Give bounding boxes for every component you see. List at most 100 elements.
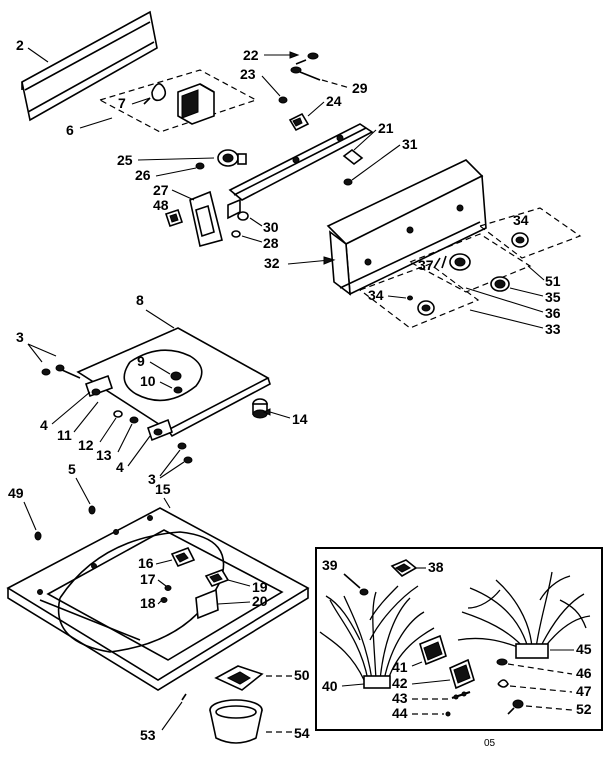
callout-40: 40 (322, 678, 338, 694)
callout-52: 52 (576, 701, 592, 717)
callout-11: 11 (57, 427, 72, 443)
part-43 (451, 690, 471, 700)
bracket-24 (288, 112, 310, 132)
wiring-harness-left (319, 585, 435, 689)
part-49 (34, 531, 42, 541)
callout-3a: 3 (16, 329, 24, 345)
callout-5: 5 (68, 461, 76, 477)
part-30 (237, 211, 249, 221)
bracket-27 (189, 190, 223, 247)
screw-22 (295, 52, 319, 65)
part-16 (170, 546, 196, 568)
callout-23: 23 (240, 66, 256, 82)
callout-13: 13 (96, 447, 112, 463)
hinge-right (147, 418, 173, 442)
screw-23 (278, 96, 288, 104)
knob-group-box-51 (478, 207, 582, 259)
callout-42: 42 (392, 675, 408, 691)
knob-group-box-33 (358, 263, 480, 329)
wiring-harness-box (315, 547, 603, 731)
knob-48 (164, 208, 184, 228)
part-28 (231, 230, 241, 238)
callout-41: 41 (392, 659, 408, 675)
callout-29: 29 (352, 80, 368, 96)
callout-26: 26 (135, 167, 151, 183)
knob-34 (511, 232, 529, 248)
timer (177, 83, 215, 125)
callout-45: 45 (576, 641, 592, 657)
callout-3b: 3 (148, 471, 156, 487)
callout-10: 10 (140, 373, 156, 389)
part-54-cup (209, 699, 263, 744)
callout-12: 12 (78, 437, 94, 453)
callout-2: 2 (16, 37, 24, 53)
part-52 (507, 699, 524, 715)
part-50 (214, 665, 264, 691)
part-47 (497, 679, 509, 688)
callout-32: 32 (264, 255, 280, 271)
callout-4a: 4 (40, 417, 48, 433)
callout-30: 30 (263, 219, 279, 235)
part-17 (164, 585, 172, 591)
callout-9: 9 (137, 353, 145, 369)
part-46 (496, 658, 508, 666)
part-44 (445, 711, 451, 717)
wiring-harness-right (457, 571, 591, 659)
wire-clip (143, 83, 167, 105)
switch-25 (217, 149, 247, 167)
callout-48: 48 (153, 197, 169, 213)
callout-22: 22 (243, 47, 259, 63)
callout-16: 16 (138, 555, 154, 571)
callout-49: 49 (8, 485, 24, 501)
callout-54: 54 (294, 725, 310, 741)
part-41 (419, 634, 447, 666)
callout-8: 8 (136, 292, 144, 308)
callout-44: 44 (392, 705, 408, 721)
part-5 (88, 505, 96, 515)
callout-38: 38 (428, 559, 444, 575)
part-9 (170, 371, 182, 381)
part-20 (195, 588, 219, 620)
back-panel (21, 10, 158, 122)
part-53 (181, 693, 187, 701)
callout-20: 20 (252, 593, 268, 609)
callout-43: 43 (392, 690, 408, 706)
callout-53: 53 (140, 727, 156, 743)
screws-3b (177, 442, 193, 464)
callout-33: 33 (545, 321, 561, 337)
callout-18: 18 (140, 595, 156, 611)
callout-39: 39 (322, 557, 338, 573)
hinge-left (84, 374, 114, 398)
callout-35: 35 (545, 289, 561, 305)
callout-34a: 34 (513, 212, 529, 228)
callout-7: 7 (118, 95, 126, 111)
callout-15: 15 (155, 481, 171, 497)
screw-29 (290, 66, 321, 81)
control-rail (227, 123, 374, 220)
control-console (326, 159, 487, 296)
callout-14: 14 (292, 411, 308, 427)
part-12 (113, 410, 123, 418)
part-6-group-box (98, 69, 258, 133)
part-18 (160, 597, 168, 603)
bumper-14 (252, 398, 268, 419)
part-42 (449, 658, 475, 690)
screws-3a (41, 364, 81, 379)
callout-34b: 34 (368, 287, 384, 303)
callout-28: 28 (263, 235, 279, 251)
callout-31: 31 (402, 136, 418, 152)
callout-36: 36 (545, 305, 561, 321)
callout-6: 6 (66, 122, 74, 138)
callout-4b: 4 (116, 459, 124, 475)
callout-27: 27 (153, 182, 169, 198)
part-10 (173, 386, 183, 394)
knob-35 (490, 276, 510, 292)
callout-21: 21 (378, 120, 394, 136)
callout-46: 46 (576, 665, 592, 681)
part-39 (359, 588, 369, 596)
callout-17: 17 (140, 571, 156, 587)
part-13 (129, 416, 139, 424)
top-panel (6, 507, 310, 691)
callout-50: 50 (294, 667, 310, 683)
